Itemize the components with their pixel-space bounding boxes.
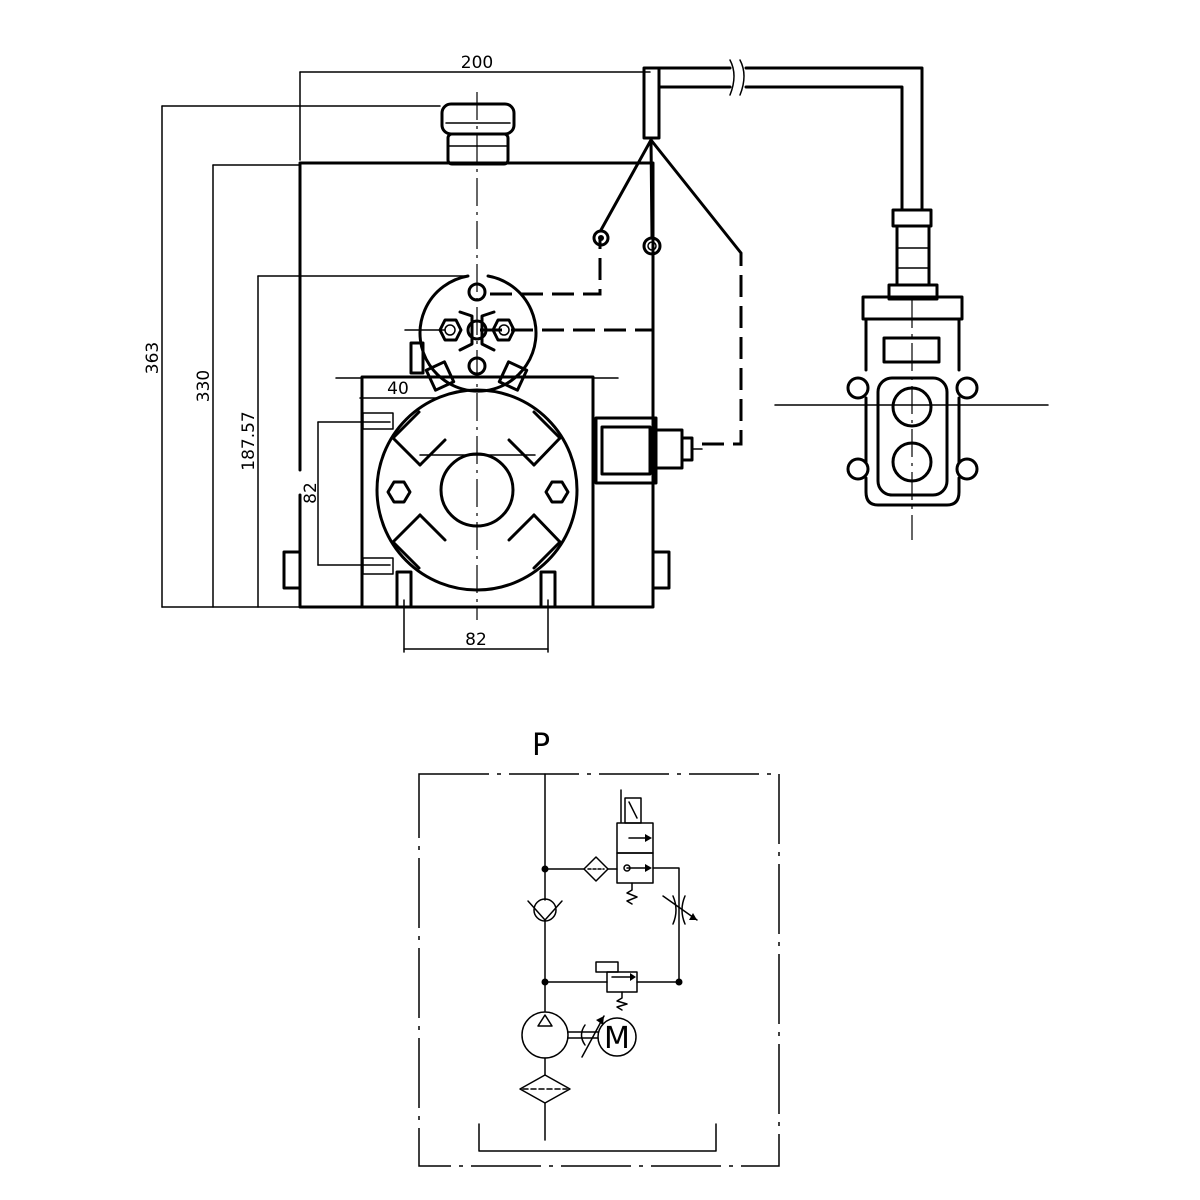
hydraulic-schematic: P	[418, 728, 780, 1167]
solenoid-valve-symbol	[616, 789, 654, 905]
pendant-controller	[774, 295, 1049, 540]
dim-height-330: 330	[194, 370, 214, 402]
port-label-p: P	[532, 728, 550, 763]
branch-filter-symbol	[583, 856, 609, 882]
relief-valve-symbol	[595, 961, 638, 1011]
cable-and-pendant	[599, 59, 1049, 540]
port-left	[282, 550, 302, 590]
throttle-valve-symbol	[662, 895, 698, 925]
valve-block	[409, 274, 538, 393]
motor-label: M	[604, 1021, 630, 1056]
tank-symbol	[478, 1123, 717, 1152]
pump-housing	[360, 375, 595, 609]
suction-filter-symbol	[519, 1074, 571, 1104]
dimension-lines: 200 363 330 187.57 40 82 82	[143, 53, 651, 653]
port-right	[651, 550, 671, 590]
check-valve-symbol	[527, 898, 563, 922]
electric-motor-symbol: M	[597, 1017, 637, 1057]
power-unit-body	[282, 92, 743, 620]
schematic-frame	[418, 773, 780, 1167]
dim-vertical-82: 82	[301, 482, 321, 504]
pump-symbol	[521, 1011, 605, 1059]
dim-height-187-57: 187.57	[239, 411, 259, 470]
dim-horizontal-82: 82	[465, 630, 487, 650]
mounting-feet	[395, 570, 557, 609]
dim-height-363: 363	[143, 342, 163, 374]
solenoid-valve	[594, 416, 703, 485]
filler-cap	[440, 102, 516, 166]
dim-offset-40: 40	[387, 379, 409, 399]
dim-width-200: 200	[461, 53, 493, 73]
cable-gland	[642, 66, 661, 140]
